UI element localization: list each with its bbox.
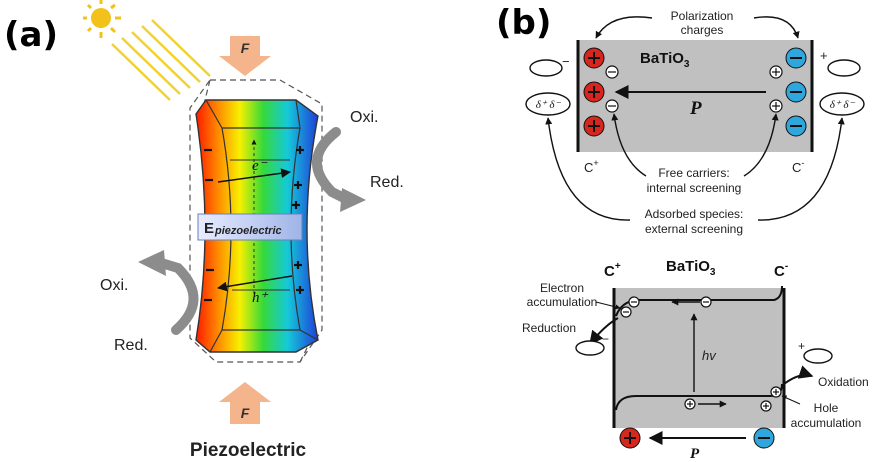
c-minus-top: C- <box>792 158 804 175</box>
hole-accumulation-label-2: accumulation <box>791 416 862 430</box>
c-plus-top: C+ <box>584 158 599 175</box>
dipole-left-label: δ⁺ δ⁻ <box>536 99 562 111</box>
polarization-arrow-left <box>595 16 653 39</box>
force-label-top: F <box>241 40 250 56</box>
hv-label: hv <box>702 348 717 363</box>
polarization-arrow-right <box>753 16 800 39</box>
electron-accumulation-label-2: accumulation <box>527 295 598 309</box>
negative-charges-top <box>785 47 807 137</box>
force-label-bottom: F <box>241 405 250 421</box>
curl-arrow-right <box>311 127 366 212</box>
electron-arrow <box>217 168 291 183</box>
crystal-envelope <box>189 79 323 363</box>
c-plus-bottom: C+ <box>604 261 621 280</box>
c-minus-bottom: C- <box>774 261 788 280</box>
reduction-species-sign: − <box>602 332 609 346</box>
dipole-left <box>525 92 571 116</box>
hole-accumulation-label-1: Hole <box>814 401 839 415</box>
band-holes <box>684 386 782 412</box>
p-label-top: P <box>689 98 702 119</box>
reduction-label: Reduction <box>522 321 576 335</box>
electron-label: e⁻ <box>252 158 268 174</box>
batio3-crystal-top <box>578 40 812 152</box>
batio3-crystal-bottom <box>614 288 784 428</box>
free-carriers-arrow-left <box>611 113 647 177</box>
field-subscript: piezoelectric <box>214 225 282 237</box>
force-arrow-top: F <box>219 36 271 76</box>
crystal-negative-charges <box>204 148 214 302</box>
hole-arrow <box>217 275 293 292</box>
sun-icon <box>83 0 121 38</box>
free-holes-top <box>769 65 783 113</box>
adsorbed-cation-right-sign: + <box>820 48 828 63</box>
hole-accumulation-pointer <box>781 395 801 405</box>
panel-a-label: (a) <box>4 15 58 55</box>
free-carriers-label-2: internal screening <box>647 181 742 195</box>
positive-charge-bottom <box>619 427 641 449</box>
polarization-label-2: charges <box>681 23 724 37</box>
electron-accumulation-pointer <box>595 301 621 310</box>
field-label-box: E piezoelectric <box>197 213 303 241</box>
crystal-positive-charges <box>292 146 304 294</box>
positive-charges-top <box>583 47 605 137</box>
electron-accumulation-label-1: Electron <box>540 281 584 295</box>
light-rays <box>111 19 211 101</box>
oxi-label-left: Oxi. <box>100 277 128 294</box>
free-carriers-arrow-right <box>743 113 779 177</box>
caption-piezoelectric: Piezoelectric <box>190 440 307 461</box>
dipole-right-label: δ⁺ δ⁻ <box>830 99 856 111</box>
curl-arrow-left <box>138 250 199 335</box>
field-label: E <box>204 220 214 237</box>
p-label-bottom: P <box>690 446 700 462</box>
red-label-left: Red. <box>114 337 148 354</box>
polarization-label-1: Polarization <box>671 9 734 23</box>
adsorbed-anion-left <box>529 59 563 77</box>
adsorbed-arrow-right <box>757 117 845 221</box>
panel-b-label: (b) <box>496 3 551 43</box>
oxidation-species <box>803 348 833 364</box>
material-label-bottom: BaTiO3 <box>666 258 716 278</box>
adsorbed-label-2: external screening <box>645 222 743 236</box>
dipole-right <box>819 92 865 116</box>
oxidation-species-sign: + <box>798 339 805 353</box>
free-carriers-label-1: Free carriers: <box>658 166 729 180</box>
force-arrow-bottom: F <box>219 382 271 424</box>
reduction-species <box>575 340 605 356</box>
adsorbed-anion-left-sign: − <box>562 54 570 69</box>
adsorbed-arrow-left <box>545 117 631 221</box>
band-electrons <box>620 296 712 318</box>
hole-label: h⁺ <box>252 290 269 306</box>
oxidation-label: Oxidation <box>818 375 869 389</box>
oxidation-arrow <box>783 365 814 385</box>
adsorbed-cation-right <box>827 59 861 77</box>
adsorbed-label-1: Adsorbed species: <box>645 207 744 221</box>
free-electrons-top <box>605 65 619 113</box>
negative-charge-bottom <box>753 427 775 449</box>
red-label-right: Red. <box>370 174 404 191</box>
material-label-top: BaTiO3 <box>640 50 690 70</box>
oxi-label-right: Oxi. <box>350 109 378 126</box>
